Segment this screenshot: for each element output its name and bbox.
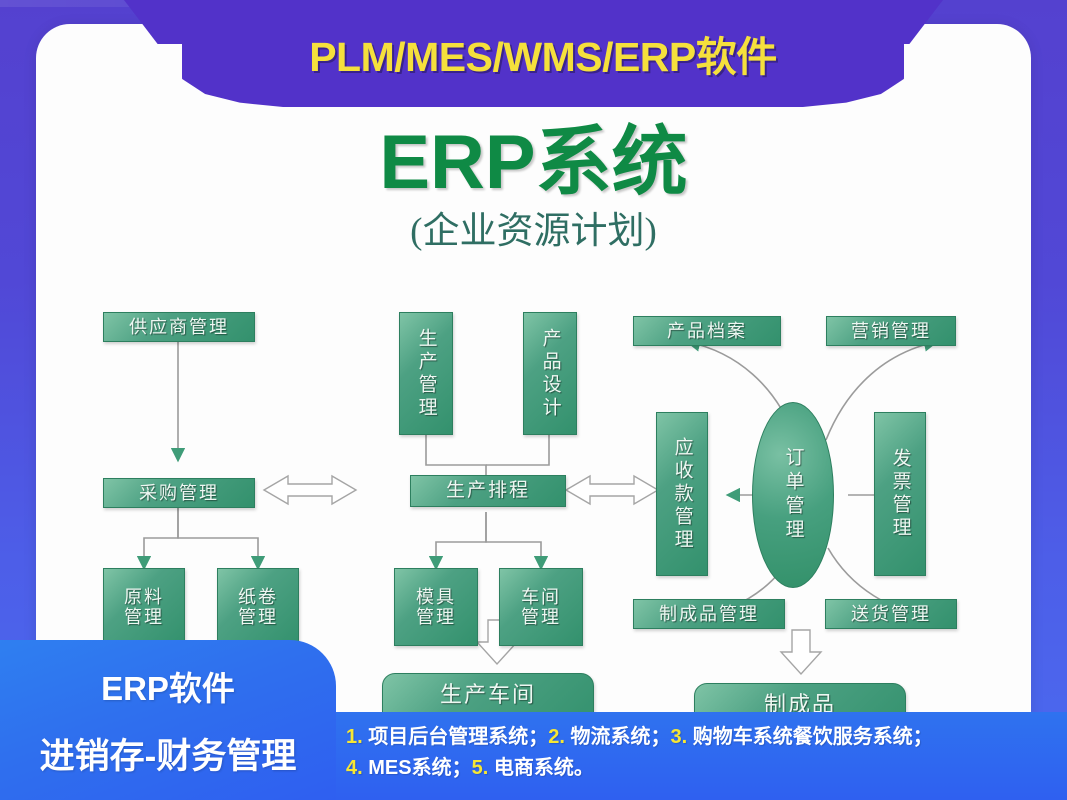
node-delivery[interactable]: 送货管理 [825, 599, 957, 629]
node-marketing-label: 营销管理 [851, 320, 931, 341]
page-title: ERP系统 [379, 120, 688, 205]
page-subtitle: (企业资源计划) [410, 211, 657, 252]
footer-line-2: 4. MES系统；5. 电商系统。 [346, 757, 594, 779]
node-order[interactable]: 订单管理 [752, 402, 834, 588]
node-paperroll-label: 纸卷 管理 [238, 586, 278, 627]
node-workshop-label: 生产车间 [439, 682, 536, 707]
node-receivable[interactable]: 应收款管理 [656, 412, 708, 576]
node-supplier-label: 供应商管理 [129, 316, 229, 337]
node-workshop-mgmt-label: 车间 管理 [521, 586, 561, 627]
node-paperroll[interactable]: 纸卷 管理 [217, 568, 299, 646]
blue-panel-subtitle: 进销存-财务管理 [39, 737, 297, 776]
node-delivery-label: 送货管理 [851, 603, 931, 624]
node-schedule-label: 生产排程 [445, 480, 530, 502]
node-production[interactable]: 生产管理 [399, 312, 453, 435]
node-product-design-label: 产品设计 [539, 327, 561, 420]
blue-side-panel: ERP软件 进销存-财务管理 [0, 640, 336, 800]
node-product-design[interactable]: 产品设计 [523, 312, 577, 435]
node-supplier[interactable]: 供应商管理 [103, 312, 255, 342]
node-order-label: 订单管理 [782, 447, 804, 543]
node-receivable-label: 应收款管理 [671, 436, 693, 552]
node-schedule[interactable]: 生产排程 [410, 475, 566, 507]
node-mould-label: 模具 管理 [416, 586, 456, 627]
node-product-file[interactable]: 产品档案 [633, 316, 781, 346]
blue-panel-title: ERP软件 [101, 670, 235, 707]
header-banner-text: PLM/MES/WMS/ERP软件 [309, 34, 777, 80]
node-finished-mgmt[interactable]: 制成品管理 [633, 599, 785, 629]
node-material[interactable]: 原料 管理 [103, 568, 185, 646]
node-product-file-label: 产品档案 [667, 320, 747, 341]
node-material-label: 原料 管理 [124, 586, 164, 627]
node-finished-mgmt-label: 制成品管理 [659, 603, 759, 624]
node-invoice-label: 发票管理 [889, 448, 911, 540]
footer-line-1: 1. 项目后台管理系统；2. 物流系统；3. 购物车系统餐饮服务系统； [346, 726, 933, 748]
node-purchase-label: 采购管理 [139, 482, 219, 503]
footer-bar: 1. 项目后台管理系统；2. 物流系统；3. 购物车系统餐饮服务系统； 4. M… [336, 712, 1067, 800]
diagram-connectors [136, 337, 939, 676]
node-marketing[interactable]: 营销管理 [826, 316, 956, 346]
node-workshop-mgmt[interactable]: 车间 管理 [499, 568, 583, 646]
node-mould[interactable]: 模具 管理 [394, 568, 478, 646]
node-purchase[interactable]: 采购管理 [103, 478, 255, 508]
node-production-label: 生产管理 [415, 327, 437, 420]
header-banner: PLM/MES/WMS/ERP软件 [182, 0, 904, 107]
node-invoice[interactable]: 发票管理 [874, 412, 926, 576]
